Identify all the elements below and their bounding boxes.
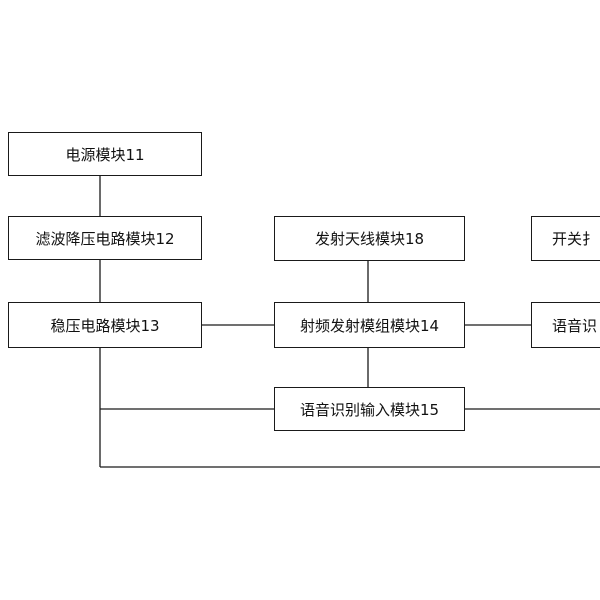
filter-step-down-module-label: 滤波降压电路模块12 (35, 229, 175, 248)
voltage-regulator-module-label: 稳压电路模块13 (50, 316, 160, 335)
rf-transmitter-module-box: 射频发射模组模块14 (274, 302, 465, 348)
filter-step-down-module-box: 滤波降压电路模块12 (8, 216, 202, 260)
transmit-antenna-module-label: 发射天线模块18 (314, 230, 425, 248)
voice-recognition-input-module-label: 语音识别输入模块15 (299, 400, 440, 419)
switch-module-box: 开关扌 (531, 216, 600, 261)
power-module-box: 电源模块11 (8, 132, 202, 176)
rf-transmitter-module-label: 射频发射模组模块14 (299, 316, 440, 335)
voltage-regulator-module-box: 稳压电路模块13 (8, 302, 202, 348)
voice-recognition-right-label: 语音识 (552, 316, 598, 335)
voice-recognition-box-right: 语音识 (531, 302, 600, 348)
transmit-antenna-module-box: 发射天线模块18 (274, 216, 465, 261)
power-module-label: 电源模块11 (65, 145, 145, 164)
switch-module-label: 开关扌 (552, 230, 598, 248)
voice-recognition-input-module-box: 语音识别输入模块15 (274, 387, 465, 431)
